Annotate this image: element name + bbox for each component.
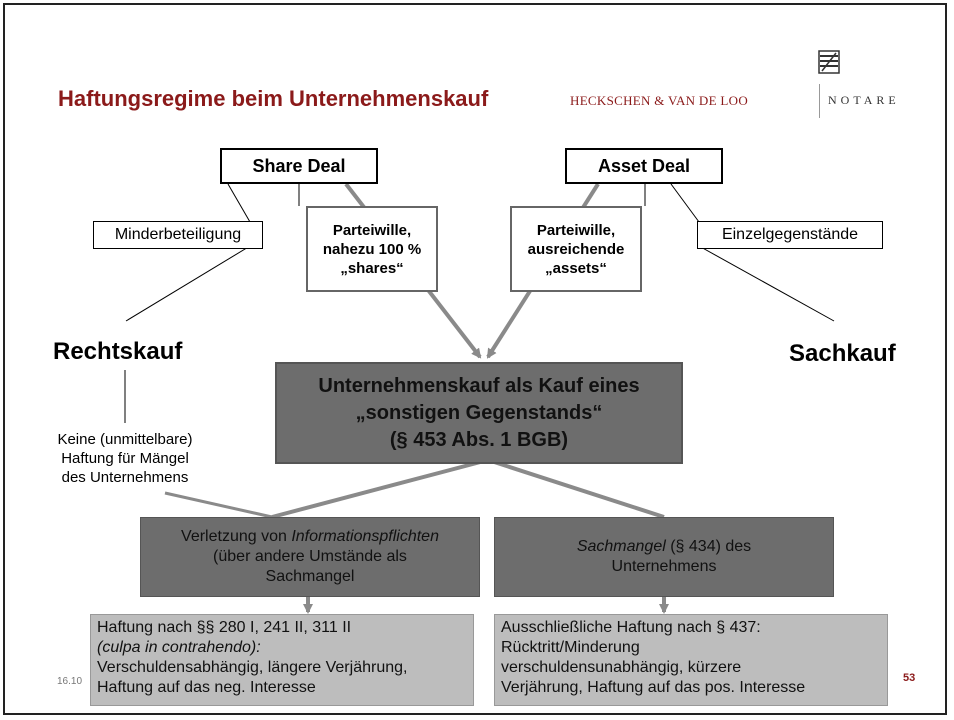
info-pflichten-box: Verletzung von Informationspflichten (üb… xyxy=(140,517,480,597)
asset-criteria-box: Parteiwille, ausreichende „assets“ xyxy=(510,206,642,292)
asset-deal-box: Asset Deal xyxy=(565,148,723,184)
rechtskauf-label: Rechtskauf xyxy=(53,338,183,365)
note-line: des Unternehmens xyxy=(61,469,189,486)
result-left-line: Haftung auf das neg. Interesse xyxy=(97,679,316,696)
asset-criteria-line: Parteiwille, xyxy=(536,221,616,239)
asset-criteria-line: ausreichende xyxy=(527,240,625,258)
footer-date: 16.10 xyxy=(57,676,83,687)
crest-icon xyxy=(818,50,840,74)
info-line: (über andere Umstände als xyxy=(213,548,407,565)
result-left-line: Haftung nach §§ 280 I, 241 II, 311 II xyxy=(97,619,352,636)
note-line: Haftung für Mängel xyxy=(61,450,189,467)
share-criteria-box: Parteiwille, nahezu 100 % „shares“ xyxy=(306,206,438,292)
central-box: Unternehmenskauf als Kauf eines „sonstig… xyxy=(275,362,683,464)
share-deal-box: Share Deal xyxy=(220,148,378,184)
note-line: Keine (unmittelbare) xyxy=(57,431,193,448)
line-share-minder xyxy=(227,183,251,223)
line-asset-einzel xyxy=(670,183,700,223)
logo-divider xyxy=(819,84,820,118)
einzelgegenstaende-label: Einzelgegenstände xyxy=(721,226,859,243)
line-central-right xyxy=(487,458,665,519)
logo-firm-name: HECKSCHEN & VAN DE LOO xyxy=(570,93,749,108)
page-number: 53 xyxy=(903,672,916,684)
sachmangel-line: Sachmangel (§ 434) des xyxy=(577,537,751,557)
share-criteria-line: Parteiwille, xyxy=(332,221,412,239)
asset-criteria-line: „assets“ xyxy=(545,259,607,277)
sachmangel-italic: Sachmangel xyxy=(576,538,666,555)
share-criteria-line: „shares“ xyxy=(340,259,404,277)
haftung-note: Keine (unmittelbare) Haftung für Mängel … xyxy=(25,430,225,487)
result-right-line: Rücktritt/Minderung xyxy=(501,639,640,656)
result-right-line: verschuldensunabhängig, kürzere xyxy=(501,659,742,676)
info-italic: Informationspflichten xyxy=(291,528,439,545)
line-minder-rechtskauf xyxy=(125,245,251,322)
minderbeteiligung-box: Minderbeteiligung xyxy=(93,221,263,249)
result-right-box: Ausschließliche Haftung nach § 437: Rück… xyxy=(494,614,888,706)
info-prefix: Verletzung von xyxy=(181,528,292,545)
info-line: Verletzung von Informationspflichten xyxy=(181,527,439,547)
line-note-left xyxy=(164,491,273,519)
page-title: Haftungsregime beim Unternehmenskauf xyxy=(58,86,489,111)
central-line: Unternehmenskauf als Kauf eines xyxy=(318,374,640,397)
minderbeteiligung-label: Minderbeteiligung xyxy=(114,226,242,243)
einzelgegenstaende-box: Einzelgegenstände xyxy=(697,221,883,249)
result-left-box: Haftung nach §§ 280 I, 241 II, 311 II (c… xyxy=(90,614,474,706)
sachmangel-suffix: (§ 434) des xyxy=(665,538,752,555)
result-right-line: Verjährung, Haftung auf das pos. Interes… xyxy=(501,679,806,696)
asset-deal-label: Asset Deal xyxy=(597,155,691,176)
result-left-line: (culpa in contrahendo): xyxy=(97,639,261,656)
sachmangel-line: Unternehmens xyxy=(611,558,717,575)
line-einzel-sachkauf xyxy=(698,245,835,322)
result-left-line: Verschuldensabhängig, längere Verjährung… xyxy=(97,659,408,676)
sachkauf-label: Sachkauf xyxy=(789,340,896,367)
line-central-left xyxy=(271,458,489,519)
sachmangel-box: Sachmangel (§ 434) des Unternehmens xyxy=(494,517,834,597)
slide-frame xyxy=(3,3,947,715)
central-line: „sonstigen Gegenstands“ xyxy=(355,401,603,424)
info-line: Sachmangel xyxy=(265,568,355,585)
result-right-line: Ausschließliche Haftung nach § 437: xyxy=(501,619,761,636)
share-deal-label: Share Deal xyxy=(252,155,346,176)
share-criteria-line: nahezu 100 % xyxy=(322,240,422,258)
central-line: (§ 453 Abs. 1 BGB) xyxy=(389,428,569,451)
logo-notare: NOTARE xyxy=(828,93,900,107)
